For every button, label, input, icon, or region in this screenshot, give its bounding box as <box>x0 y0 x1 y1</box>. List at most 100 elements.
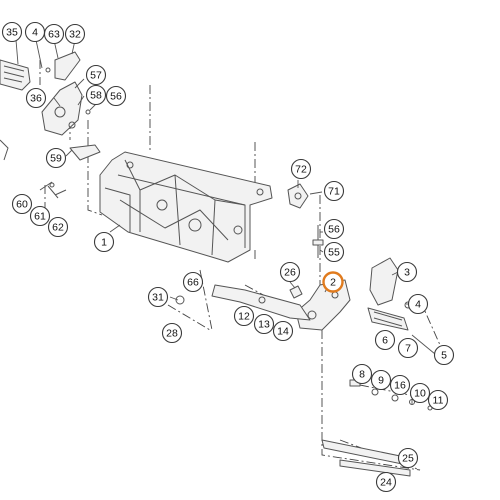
callout-number: 36 <box>30 93 42 105</box>
callout-number: 6 <box>382 335 388 347</box>
callout-number: 62 <box>52 222 64 234</box>
callout-72[interactable]: 72 <box>290 158 312 180</box>
callout-circle <box>375 471 397 493</box>
callout-number: 66 <box>187 277 199 289</box>
callout-number: 7 <box>405 343 411 355</box>
callout-circle <box>374 329 396 351</box>
callout-number: 71 <box>328 186 340 198</box>
callout-28[interactable]: 28 <box>161 322 183 344</box>
callout-63[interactable]: 63 <box>43 23 65 45</box>
callout-35[interactable]: 35 <box>1 21 23 43</box>
callout-25[interactable]: 25 <box>397 447 419 469</box>
callout-6[interactable]: 6 <box>374 329 396 351</box>
callout-number: 61 <box>34 211 46 223</box>
callout-circle <box>389 374 411 396</box>
callout-11[interactable]: 11 <box>427 389 449 411</box>
callout-circle <box>409 382 431 404</box>
callout-circle <box>47 216 69 238</box>
callout-36[interactable]: 36 <box>25 87 47 109</box>
callout-circle <box>323 241 345 263</box>
callout-number: 10 <box>414 388 426 400</box>
callout-59[interactable]: 59 <box>45 147 67 169</box>
callout-66[interactable]: 66 <box>182 271 204 293</box>
callout-14[interactable]: 14 <box>272 320 294 342</box>
callout-circle <box>43 23 65 45</box>
callout-8[interactable]: 8 <box>351 363 373 385</box>
callout-circle <box>427 389 449 411</box>
callout-circle <box>85 64 107 86</box>
callout-circle <box>45 147 67 169</box>
callout-circle <box>85 84 107 106</box>
callout-number: 11 <box>433 395 444 407</box>
callout-circle <box>64 23 86 45</box>
callout-number: 8 <box>359 369 365 381</box>
callout-10[interactable]: 10 <box>409 382 431 404</box>
callout-circle <box>323 218 345 240</box>
callout-number: 72 <box>295 164 307 176</box>
callout-circle <box>397 447 419 469</box>
bracket-72-part <box>287 183 309 209</box>
callout-56[interactable]: 56 <box>105 85 127 107</box>
callout-number: 56 <box>328 224 340 236</box>
callout-3[interactable]: 3 <box>396 261 418 283</box>
callout-26[interactable]: 26 <box>279 261 301 283</box>
callout-number: 5 <box>441 350 447 362</box>
callout-7[interactable]: 7 <box>397 337 419 359</box>
right-footrest-bracket <box>295 257 412 331</box>
callout-number: 60 <box>16 199 28 211</box>
callout-circle <box>11 193 33 215</box>
callout-number: 24 <box>380 477 392 489</box>
callout-circle <box>407 293 429 315</box>
callout-24[interactable]: 24 <box>375 471 397 493</box>
callout-1[interactable]: 1 <box>93 231 115 253</box>
callout-57[interactable]: 57 <box>85 64 107 86</box>
main-frame-part <box>99 151 273 263</box>
callout-number: 25 <box>402 453 414 465</box>
callout-number: 63 <box>48 29 60 41</box>
callout-circle <box>323 180 345 202</box>
callout-number: 12 <box>238 311 250 323</box>
callout-number: 16 <box>394 380 406 392</box>
callout-32[interactable]: 32 <box>64 23 86 45</box>
callout-9[interactable]: 9 <box>370 369 392 391</box>
callout-13[interactable]: 13 <box>253 313 275 335</box>
callout-number: 57 <box>90 70 102 82</box>
callout-number: 1 <box>101 237 107 249</box>
callout-circle <box>351 363 373 385</box>
lower-linkage <box>175 284 311 321</box>
callout-31[interactable]: 31 <box>147 286 169 308</box>
callout-circle <box>322 271 344 293</box>
callout-56[interactable]: 56 <box>323 218 345 240</box>
callout-55[interactable]: 55 <box>323 241 345 263</box>
callout-number: 59 <box>50 153 62 165</box>
callout-highlighted-2[interactable]: 2 <box>322 271 344 293</box>
callout-number: 4 <box>415 299 421 311</box>
callout-number: 58 <box>90 90 102 102</box>
left-footrest-assembly <box>0 51 101 161</box>
callout-62[interactable]: 62 <box>47 216 69 238</box>
callout-circle <box>105 85 127 107</box>
callout-circle <box>290 158 312 180</box>
callout-circle <box>279 261 301 283</box>
callout-circle <box>25 87 47 109</box>
callout-number: 3 <box>404 267 410 279</box>
callout-58[interactable]: 58 <box>85 84 107 106</box>
callout-71[interactable]: 71 <box>323 180 345 202</box>
callout-circle <box>182 271 204 293</box>
callout-number: 14 <box>277 326 289 338</box>
callout-16[interactable]: 16 <box>389 374 411 396</box>
callout-circle <box>370 369 392 391</box>
callout-60[interactable]: 60 <box>11 193 33 215</box>
callout-circle <box>233 305 255 327</box>
callout-4[interactable]: 4 <box>24 21 46 43</box>
callout-61[interactable]: 61 <box>29 205 51 227</box>
callout-number: 13 <box>258 319 270 331</box>
callout-5[interactable]: 5 <box>433 344 455 366</box>
small-parts-right <box>349 379 433 411</box>
callout-12[interactable]: 12 <box>233 305 255 327</box>
callout-4[interactable]: 4 <box>407 293 429 315</box>
callout-number: 32 <box>69 29 81 41</box>
callout-number: 9 <box>378 375 384 387</box>
